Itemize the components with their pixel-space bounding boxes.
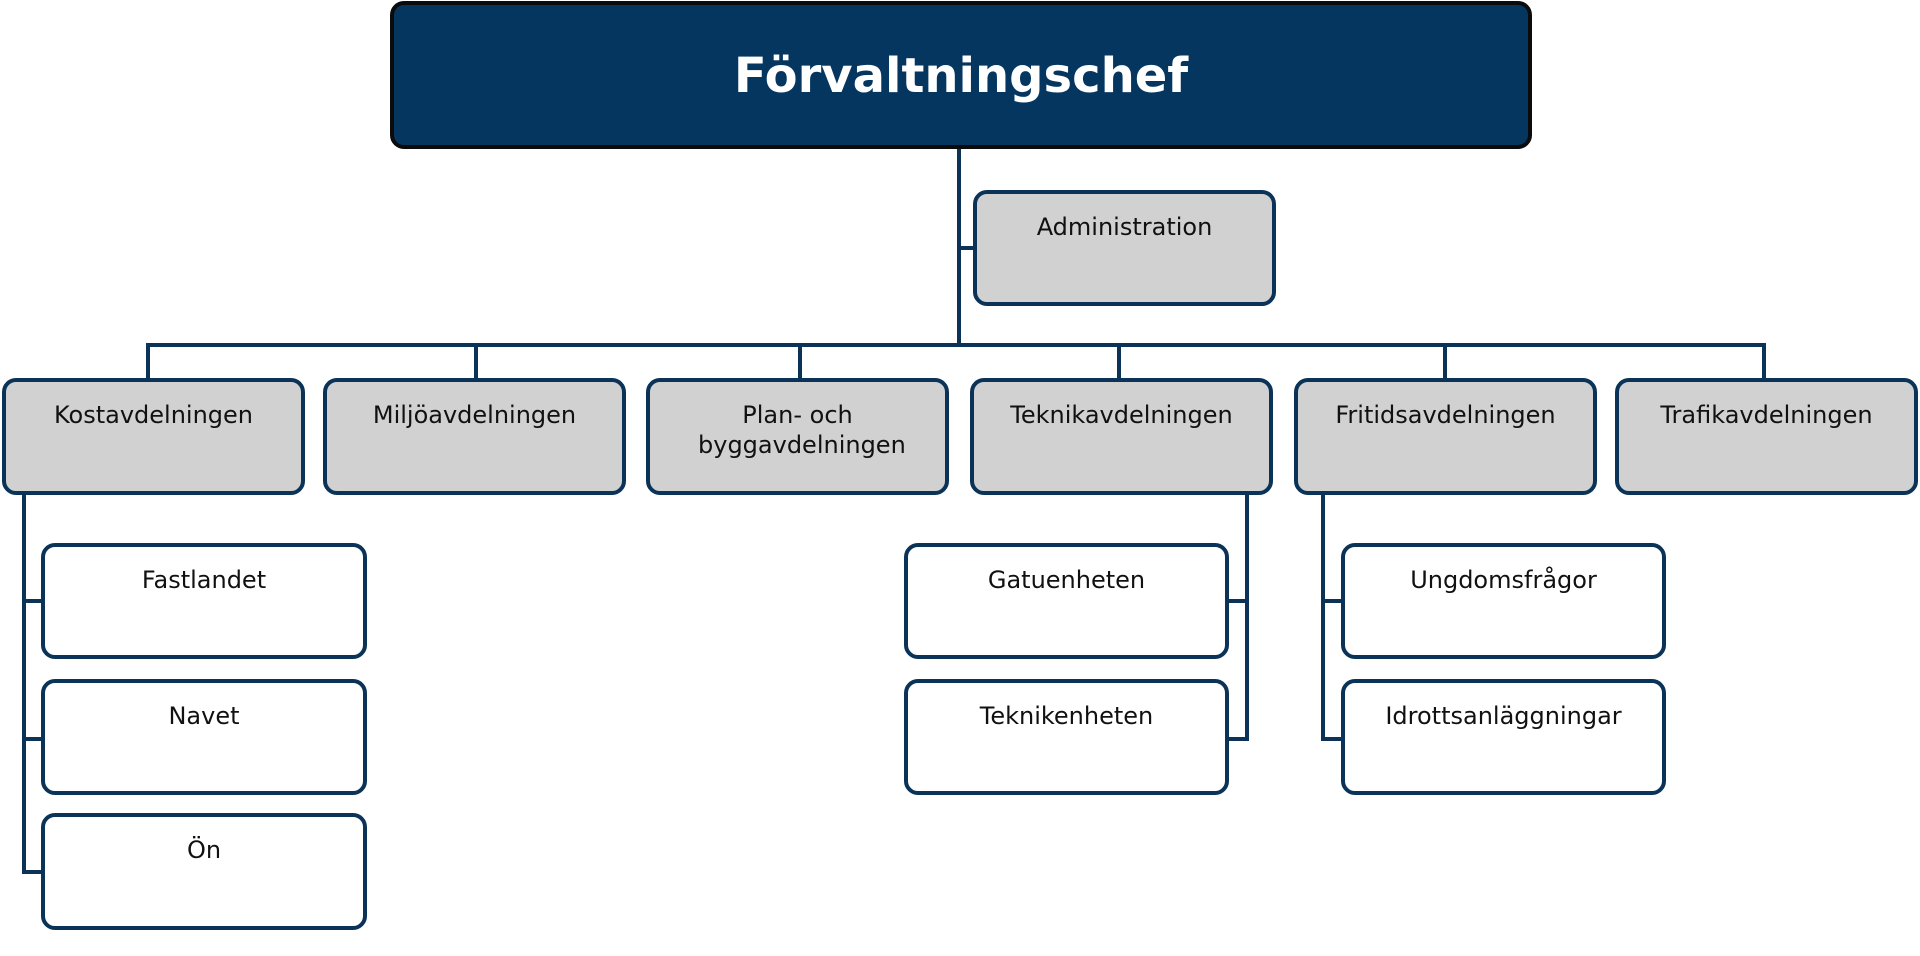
node-label: Ön <box>186 836 222 864</box>
node-teknikavdelningen: Teknikavdelningen <box>970 378 1273 495</box>
node-administration: Administration <box>973 190 1276 306</box>
node-label: Navet <box>168 702 240 730</box>
node-label: Ungdomsfrågor <box>1410 566 1597 594</box>
node-label: Miljöavdelningen <box>372 401 577 429</box>
node-on: Ön <box>41 813 367 930</box>
node-label: Fritidsavdelningen <box>1335 401 1556 429</box>
node-fastlandet: Fastlandet <box>41 543 367 659</box>
node-label: Förvaltningschef <box>733 48 1189 104</box>
node-label: Administration <box>1036 213 1213 241</box>
node-kostavdelningen: Kostavdelningen <box>2 378 305 495</box>
node-label: Gatuenheten <box>987 566 1146 594</box>
node-label: Teknikavdelningen <box>1010 401 1233 429</box>
node-teknikenheten: Teknikenheten <box>904 679 1229 795</box>
node-forvaltningschef: Förvaltningschef <box>390 1 1532 149</box>
node-idrottsanlaggningar: Idrottsanläggningar <box>1341 679 1666 795</box>
node-fritidsavdelningen: Fritidsavdelningen <box>1294 378 1597 495</box>
node-label: Idrottsanläggningar <box>1385 702 1622 730</box>
node-navet: Navet <box>41 679 367 795</box>
node-trafikavdelningen: Trafikavdelningen <box>1615 378 1918 495</box>
node-miljoavdelningen: Miljöavdelningen <box>323 378 626 495</box>
node-label: Teknikenheten <box>979 702 1154 730</box>
node-gatuenheten: Gatuenheten <box>904 543 1229 659</box>
node-label: Trafikavdelningen <box>1660 401 1873 429</box>
node-label: Kostavdelningen <box>53 401 254 429</box>
node-ungdomsfragor: Ungdomsfrågor <box>1341 543 1666 659</box>
node-label: Plan- och byggavdelningen <box>698 401 906 459</box>
node-plan-och-byggavdelningen: Plan- och byggavdelningen <box>646 378 949 495</box>
node-label: Fastlandet <box>141 566 267 594</box>
